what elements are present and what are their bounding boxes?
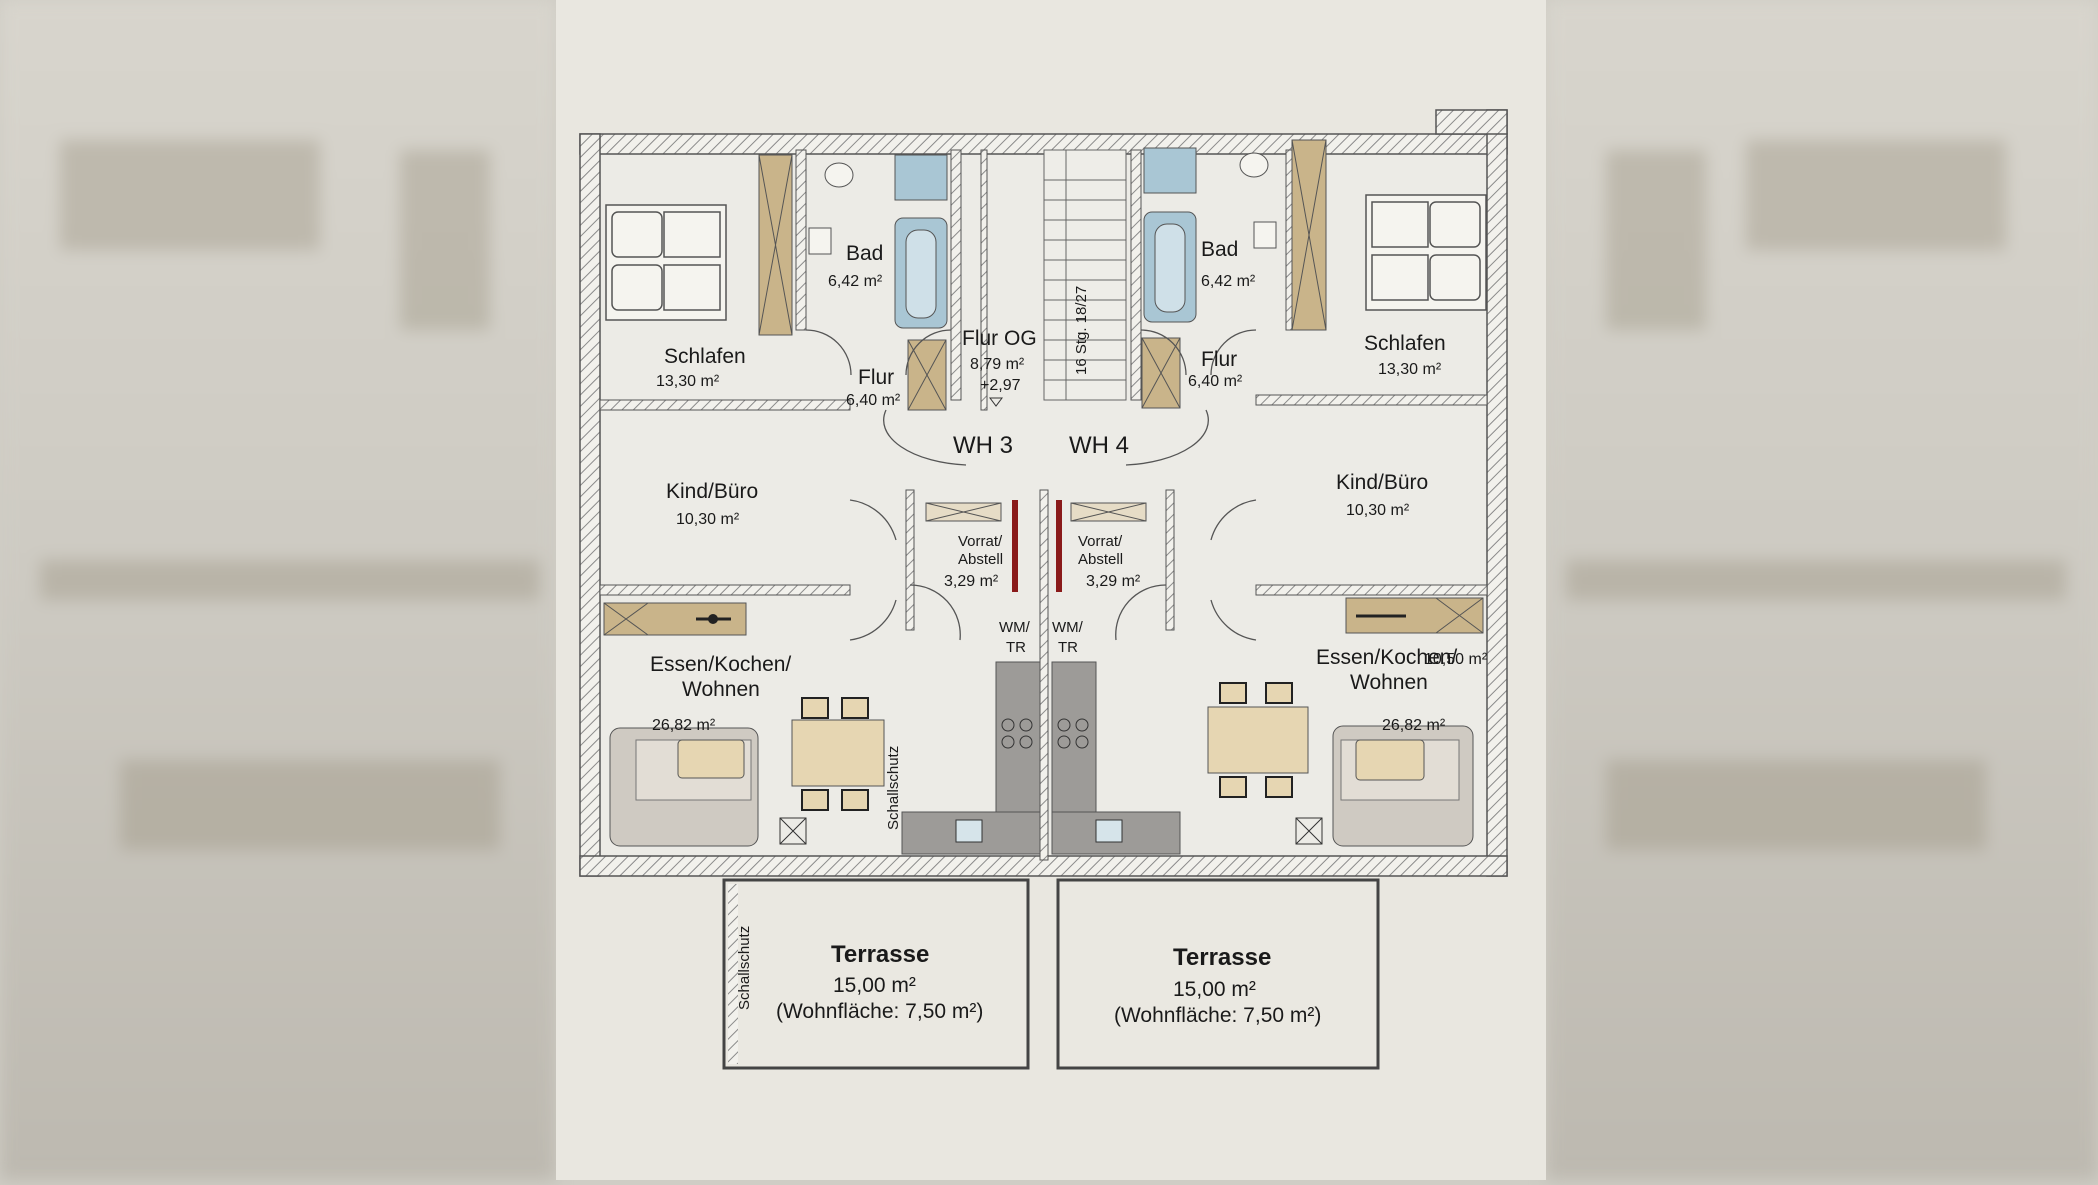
right-vorrat-line1: Vorrat/ bbox=[1078, 533, 1123, 550]
left-coffee-table bbox=[677, 739, 745, 779]
right-dining-table bbox=[1207, 706, 1309, 774]
door-swings bbox=[805, 329, 1257, 641]
left-bed bbox=[605, 204, 727, 321]
flur-og-area: 8,79 m² bbox=[970, 356, 1025, 373]
left-bad-label: Bad bbox=[846, 242, 883, 265]
left-vorrat-area: 3,29 m² bbox=[944, 573, 999, 590]
right-schlafen-label: Schlafen bbox=[1364, 332, 1446, 355]
right-essen-line1: Essen/Kochen/ bbox=[1316, 646, 1457, 669]
left-dining-table bbox=[791, 719, 885, 787]
terrace-left-area: 15,00 m² bbox=[833, 974, 916, 997]
left-plant bbox=[779, 817, 807, 845]
left-schlafen-label: Schlafen bbox=[664, 345, 746, 368]
blurred-background-left bbox=[0, 0, 556, 1180]
floor-plan-sheet: Schlafen 13,30 m² Bad 6,42 m² Flur 6,40 … bbox=[556, 0, 1546, 1180]
left-vorrat-line1: Vorrat/ bbox=[958, 533, 1003, 550]
right-essen-line2: Wohnen bbox=[1350, 671, 1428, 694]
terrace-left bbox=[722, 878, 1030, 1070]
terrace-left-wohnflaeche: (Wohnfläche: 7,50 m²) bbox=[776, 1000, 983, 1023]
flur-og-level: +2,97 bbox=[980, 377, 1021, 394]
left-toilet bbox=[824, 162, 854, 188]
terrace-right-area: 15,00 m² bbox=[1173, 978, 1256, 1001]
left-schlafen-area: 13,30 m² bbox=[656, 373, 720, 390]
left-bad-area: 6,42 m² bbox=[828, 273, 883, 290]
right-essen-area: 26,82 m² bbox=[1382, 717, 1446, 734]
right-toilet bbox=[1239, 152, 1269, 178]
right-wm-line1: WM/ bbox=[1052, 619, 1084, 636]
left-flur-label: Flur bbox=[858, 366, 894, 389]
right-sink bbox=[1253, 221, 1277, 249]
left-kind-label: Kind/Büro bbox=[666, 480, 758, 503]
stairs-label: 16 Stg. 18/27 bbox=[1073, 286, 1090, 375]
terrace-left-schallschutz: Schallschutz bbox=[736, 926, 753, 1010]
right-plant bbox=[1295, 817, 1323, 845]
right-essen-overlap: 10,50 m² bbox=[1424, 651, 1488, 668]
interior-walls bbox=[599, 149, 1488, 861]
left-shower bbox=[894, 154, 948, 201]
right-vorrat-line2: Abstell bbox=[1078, 551, 1123, 568]
left-essen-area: 26,82 m² bbox=[652, 717, 716, 734]
left-vorrat-line2: Abstell bbox=[958, 551, 1003, 568]
wh4-label: WH 4 bbox=[1069, 432, 1129, 459]
right-flur-label: Flur bbox=[1201, 348, 1237, 371]
right-kind-label: Kind/Büro bbox=[1336, 471, 1428, 494]
right-coffee-table bbox=[1355, 739, 1425, 781]
right-schlafen-area: 13,30 m² bbox=[1378, 361, 1442, 378]
right-flur-area: 6,40 m² bbox=[1188, 373, 1243, 390]
staircase bbox=[1043, 149, 1127, 401]
outer-walls bbox=[579, 109, 1508, 877]
right-bad-label: Bad bbox=[1201, 238, 1238, 261]
left-kind-area: 10,30 m² bbox=[676, 511, 740, 528]
left-essen-line1: Essen/Kochen/ bbox=[650, 653, 791, 676]
terrace-left-name: Terrasse bbox=[831, 941, 929, 968]
right-bed bbox=[1365, 194, 1487, 311]
right-vorrat-area: 3,29 m² bbox=[1086, 573, 1141, 590]
right-chairs bbox=[1219, 682, 1293, 798]
right-bad-area: 6,42 m² bbox=[1201, 273, 1256, 290]
left-schallschutz: Schallschutz bbox=[885, 746, 902, 830]
terrace-right bbox=[1056, 878, 1380, 1070]
level-marker bbox=[989, 397, 1003, 407]
left-wm-line2: TR bbox=[1006, 639, 1026, 656]
floor-plan: Schlafen 13,30 m² Bad 6,42 m² Flur 6,40 … bbox=[579, 109, 1508, 1070]
left-chairs bbox=[801, 697, 869, 811]
blurred-background-right bbox=[1546, 0, 2098, 1180]
left-sink bbox=[808, 227, 832, 255]
left-wm-line1: WM/ bbox=[999, 619, 1031, 636]
left-essen-line2: Wohnen bbox=[682, 678, 760, 701]
flur-og-label: Flur OG bbox=[962, 327, 1037, 350]
left-flur-area: 6,40 m² bbox=[846, 392, 901, 409]
terrace-right-wohnflaeche: (Wohnfläche: 7,50 m²) bbox=[1114, 1004, 1321, 1027]
terrace-right-name: Terrasse bbox=[1173, 944, 1271, 971]
right-wm-line2: TR bbox=[1058, 639, 1078, 656]
right-kind-area: 10,30 m² bbox=[1346, 502, 1410, 519]
right-shower bbox=[1143, 147, 1197, 194]
wh3-label: WH 3 bbox=[953, 432, 1013, 459]
